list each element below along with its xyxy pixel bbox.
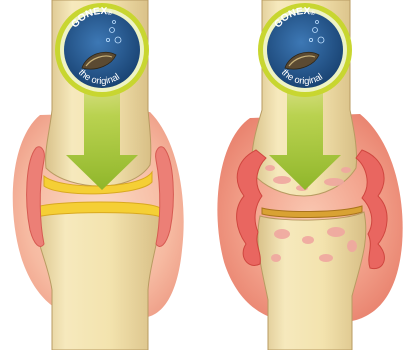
brand-badge-left: GONEX® the original — [55, 3, 149, 97]
lower-bone-damaged — [258, 212, 366, 350]
lower-bone — [34, 205, 160, 350]
brand-badge-right: GONEX® the original — [258, 3, 352, 97]
